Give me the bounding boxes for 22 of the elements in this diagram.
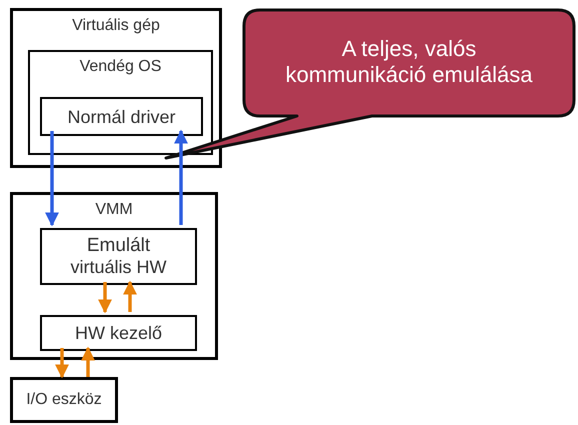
- node-label: I/O eszköz: [26, 390, 102, 410]
- hw-handler-box: [40, 315, 197, 351]
- node-label: Emulált: [86, 234, 150, 258]
- vm-box: [10, 8, 222, 168]
- node-label: VMM: [95, 200, 133, 220]
- node-label: Virtuális gép: [72, 16, 160, 36]
- arrow: [174, 130, 188, 225]
- driver-box: [40, 97, 203, 136]
- io-device-box: [10, 377, 118, 423]
- arrow: [45, 131, 59, 226]
- callout-text: A teljes, valós kommunikáció emulálása: [284, 36, 534, 88]
- vmm-box: [10, 192, 218, 360]
- node-label: virtuális HW: [70, 258, 166, 276]
- emulated-hw-box: [40, 228, 197, 285]
- node-label: Normál driver: [67, 106, 176, 128]
- node-label: Vendég OS: [80, 57, 162, 77]
- node-label: HW kezelő: [74, 322, 162, 344]
- arrow: [98, 282, 112, 314]
- guest-os-box: [28, 50, 213, 155]
- arrow: [81, 346, 95, 377]
- arrow: [55, 348, 69, 378]
- arrow: [123, 280, 137, 312]
